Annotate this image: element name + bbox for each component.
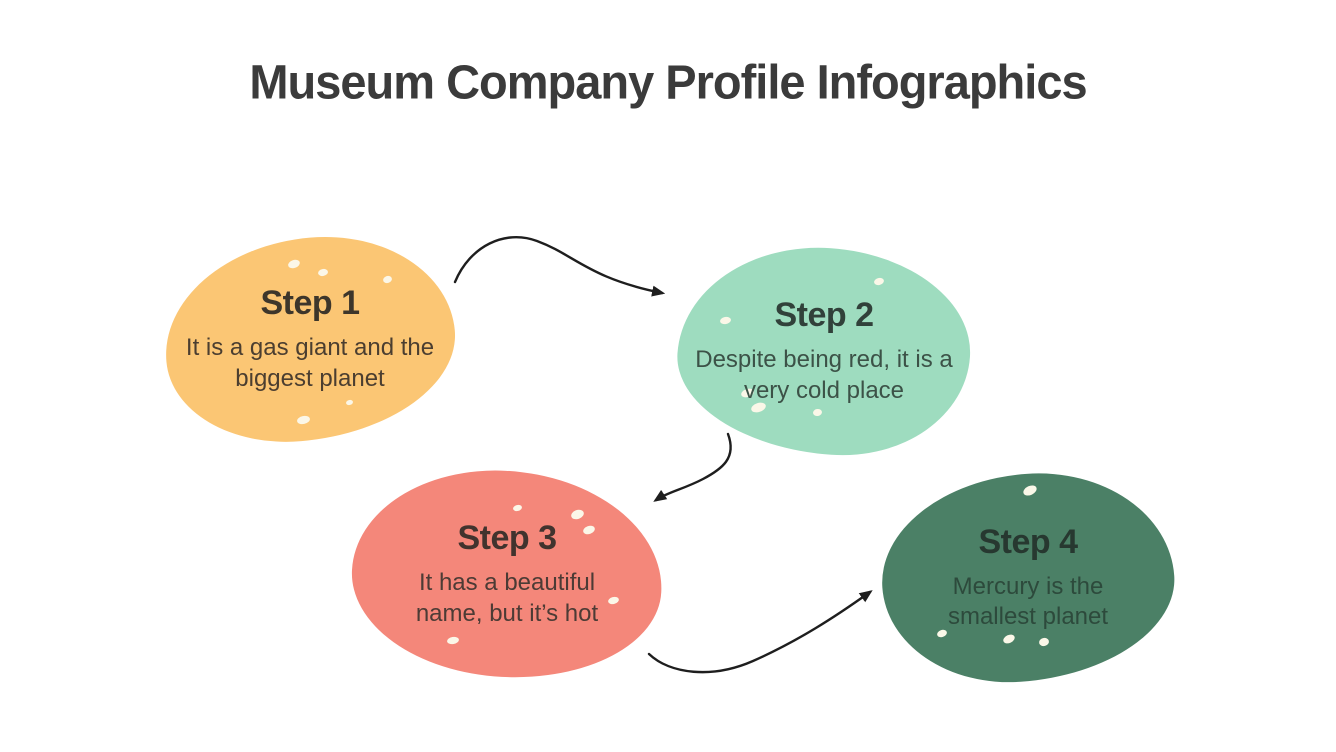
step-2-description: Despite being red, it is a very cold pla… [695,346,953,404]
step-4-blob: Step 4 Mercury is the smallest planet [875,464,1181,691]
step-3-blob: Step 3 It has a beautiful name, but it’s… [346,463,668,685]
step-1-title: Step 1 [260,284,360,323]
step-4-title: Step 4 [978,522,1078,561]
arrow-step1-to-step2 [453,236,666,297]
step-3-title: Step 3 [457,519,557,558]
step-1-blob: Step 1 It is a gas giant and the biggest… [156,225,464,453]
page-title: Museum Company Profile Infographics [249,54,1087,109]
step-2-blob: Step 2 Despite being red, it is a very c… [671,238,977,464]
step-3-description: It has a beautiful name, but it’s hot [415,569,599,627]
step-4-description: Mercury is the smallest planet [947,572,1109,630]
step-2-title: Step 2 [774,296,874,335]
step-1-description: It is a gas giant and the biggest planet [185,334,435,392]
arrow-step3-to-step4 [647,590,873,674]
